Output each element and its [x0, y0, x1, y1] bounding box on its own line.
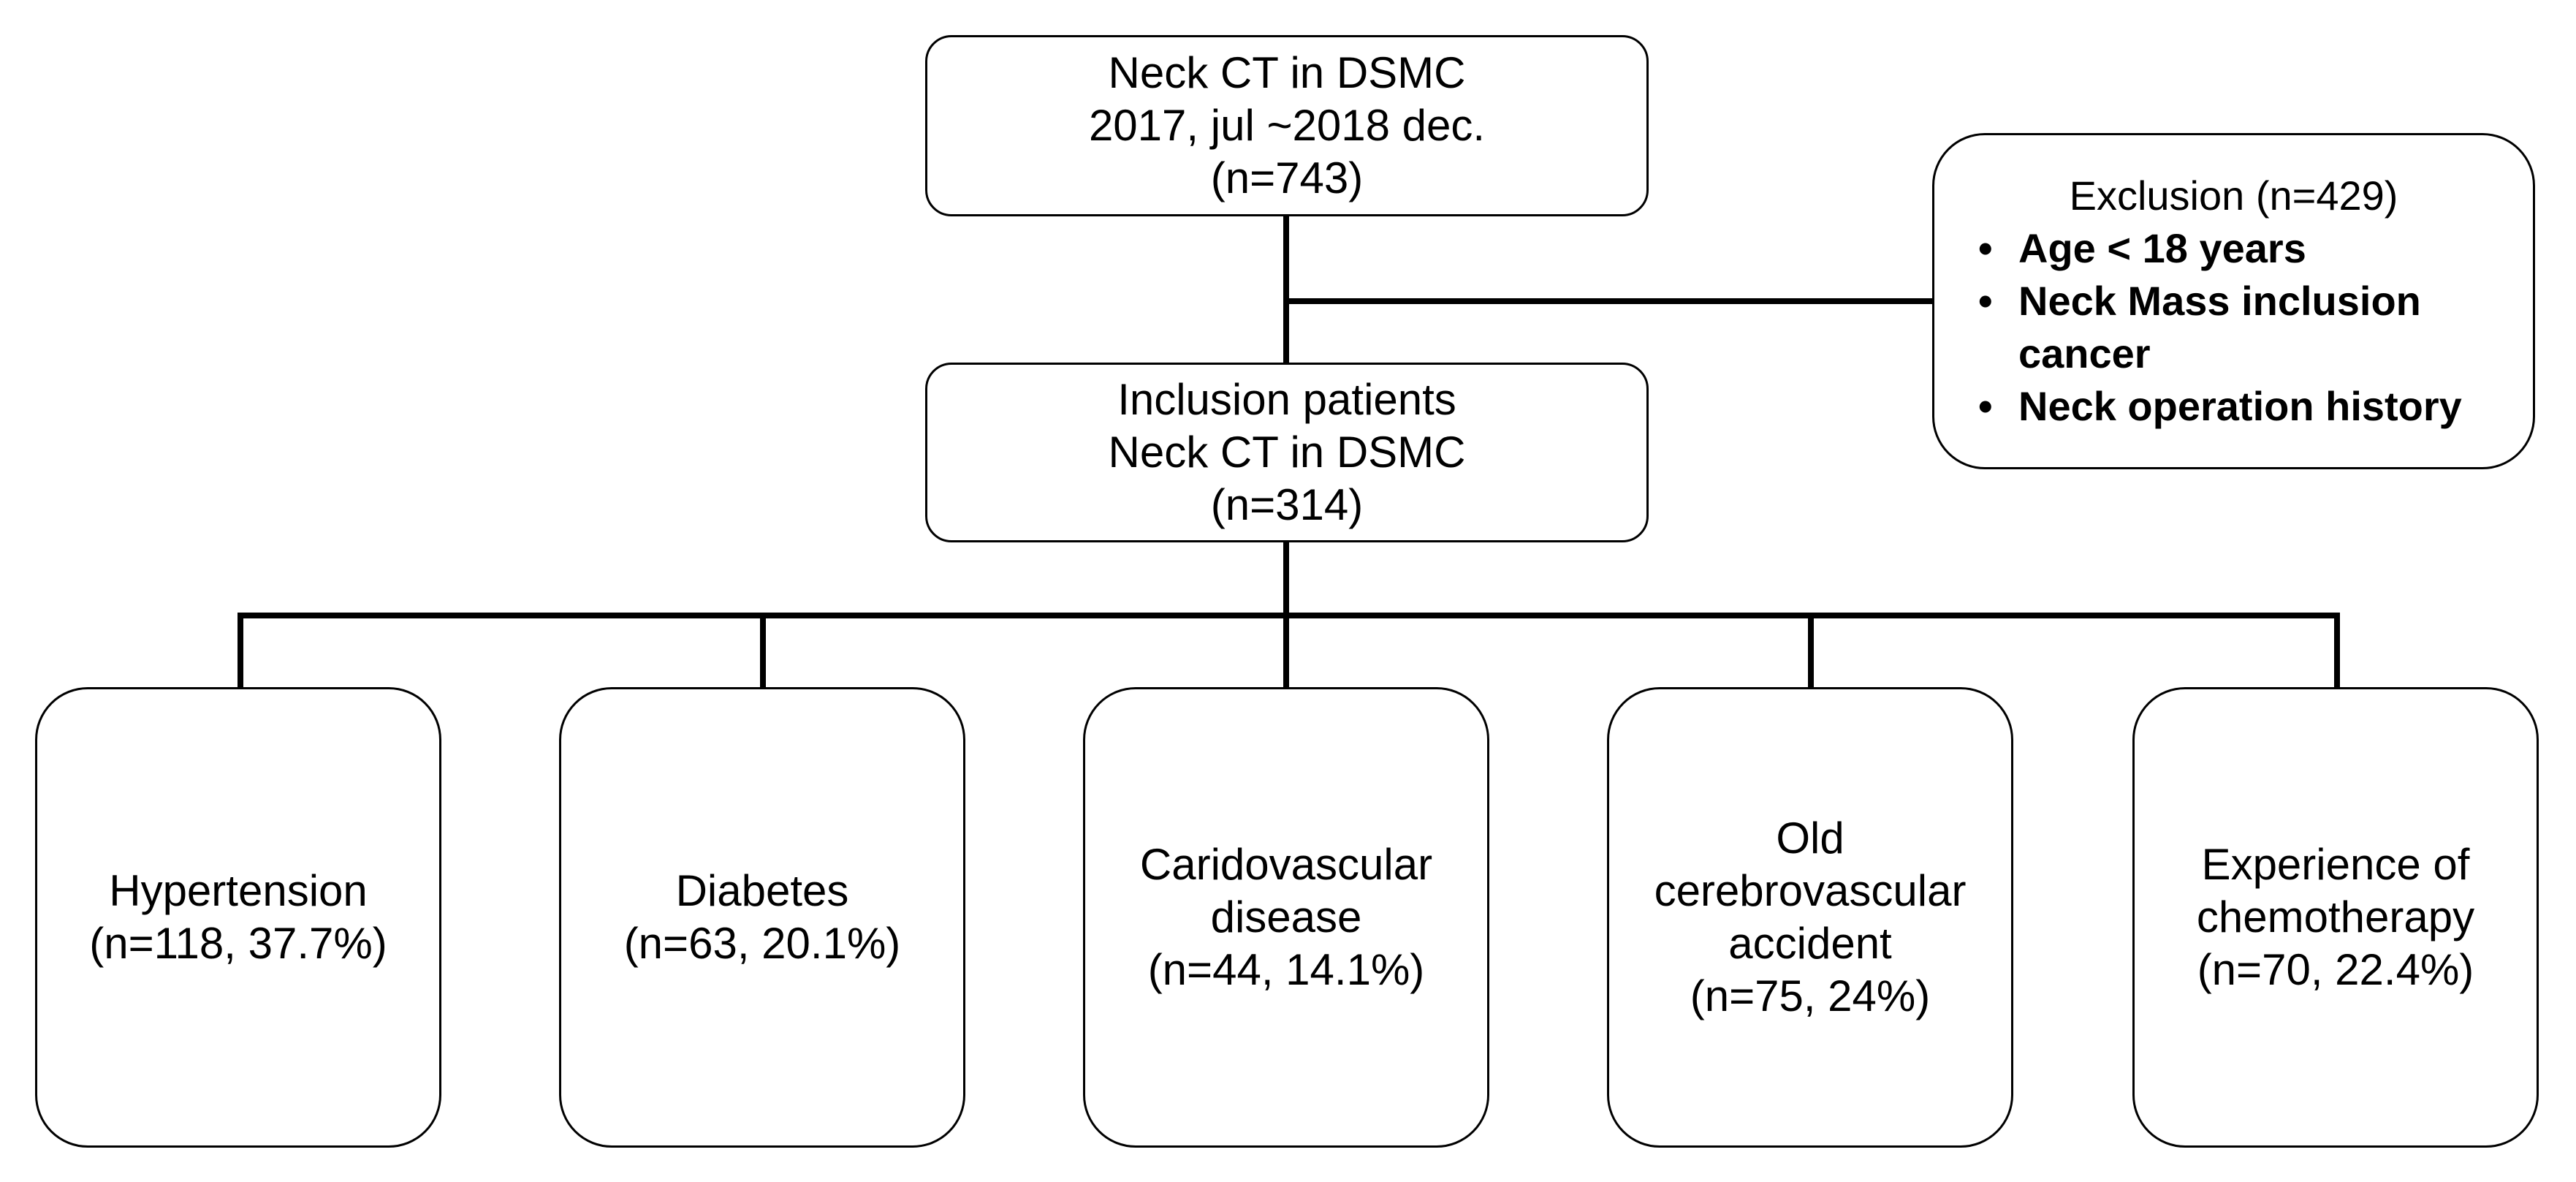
source-line-2: 2017, jul ~2018 dec.: [1088, 101, 1486, 150]
inclusion-line-1: Inclusion patients: [1117, 375, 1456, 424]
connector-drop-chemotherapy: [2334, 613, 2340, 689]
condition-name-line-1: Old: [1776, 814, 1844, 863]
condition-count: (n=70, 22.4%): [2197, 945, 2474, 994]
source-line-1: Neck CT in DSMC: [1108, 48, 1466, 97]
bullet-icon: •: [1978, 278, 1993, 324]
exclusion-item-age: • Age < 18 years: [1978, 222, 2462, 275]
connector-exclusion-branch: [1283, 298, 1935, 304]
exclusion-item-neck-mass-text-1: Neck Mass inclusion: [2018, 278, 2421, 324]
condition-box-chemotherapy: Experience of chemotherapy (n=70, 22.4%): [2132, 687, 2539, 1148]
bullet-icon: •: [1978, 225, 1993, 271]
condition-box-cerebrovascular: Old cerebrovascular accident (n=75, 24%): [1607, 687, 2013, 1148]
exclusion-title: Exclusion (n=429): [2069, 173, 2398, 219]
exclusion-criteria-list: • Age < 18 years • Neck Mass inclusion c…: [1978, 222, 2462, 433]
connector-drop-diabetes: [760, 613, 766, 689]
condition-name: Hypertension: [109, 866, 368, 915]
exclusion-item-neck-mass-text-2: cancer: [2018, 330, 2151, 376]
exclusion-item-neck-mass: • Neck Mass inclusion cancer: [1978, 275, 2462, 380]
source-box: Neck CT in DSMC 2017, jul ~2018 dec. (n=…: [925, 35, 1649, 216]
condition-name-line-2: cerebrovascular: [1654, 866, 1967, 915]
connector-source-to-inclusion: [1283, 213, 1289, 364]
condition-name-line-2: disease: [1210, 893, 1362, 942]
exclusion-box: Exclusion (n=429) • Age < 18 years • Nec…: [1932, 133, 2535, 469]
connector-drop-cardiovascular: [1283, 613, 1289, 689]
condition-box-diabetes: Diabetes (n=63, 20.1%): [559, 687, 965, 1148]
condition-box-hypertension: Hypertension (n=118, 37.7%): [35, 687, 441, 1148]
condition-name-line-2: chemotherapy: [2196, 893, 2475, 942]
exclusion-item-operation-text: Neck operation history: [2018, 383, 2462, 429]
condition-count: (n=44, 14.1%): [1147, 945, 1425, 994]
condition-name-line-1: Caridovascular: [1139, 840, 1433, 889]
connector-drop-hypertension: [238, 613, 243, 689]
condition-box-cardiovascular: Caridovascular disease (n=44, 14.1%): [1083, 687, 1489, 1148]
condition-count: (n=75, 24%): [1690, 971, 1931, 1020]
inclusion-line-2: Neck CT in DSMC: [1108, 428, 1466, 477]
inclusion-line-3: (n=314): [1210, 480, 1364, 529]
source-line-3: (n=743): [1210, 154, 1364, 202]
inclusion-box: Inclusion patients Neck CT in DSMC (n=31…: [925, 363, 1649, 542]
connector-drop-cerebrovascular: [1808, 613, 1814, 689]
condition-name: Diabetes: [675, 866, 849, 915]
condition-count: (n=118, 37.7%): [89, 919, 387, 968]
connector-inclusion-to-bus: [1283, 541, 1289, 614]
condition-name-line-3: accident: [1728, 919, 1892, 968]
condition-count: (n=63, 20.1%): [623, 919, 901, 968]
exclusion-item-age-text: Age < 18 years: [2018, 225, 2306, 271]
condition-name-line-1: Experience of: [2201, 840, 2470, 889]
bullet-icon: •: [1978, 383, 1993, 429]
exclusion-item-operation: • Neck operation history: [1978, 380, 2462, 433]
